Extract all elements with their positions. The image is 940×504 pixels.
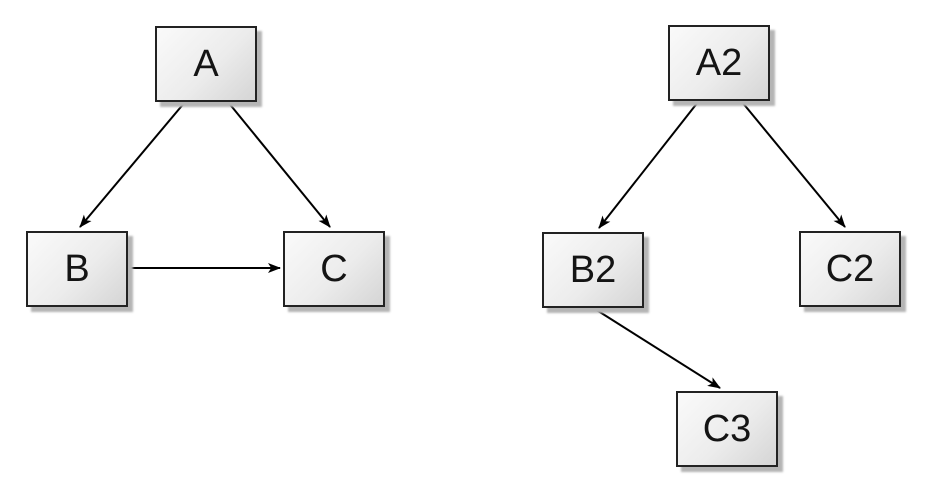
node-C2[interactable]: C2 <box>799 231 901 307</box>
node-B-label: B <box>64 248 90 290</box>
node-C3[interactable]: C3 <box>676 391 778 467</box>
edge-A-C <box>227 101 331 228</box>
node-A[interactable]: A <box>155 26 257 102</box>
edge-A2-C2 <box>741 101 846 228</box>
node-B2[interactable]: B2 <box>542 232 644 308</box>
node-C2-label: C2 <box>825 248 875 290</box>
node-C-label: C <box>320 248 348 290</box>
node-C3-label: C3 <box>702 408 752 450</box>
node-A2-label: A2 <box>695 42 743 84</box>
edge-B2-C3 <box>594 308 721 389</box>
edge-A-B <box>79 101 186 228</box>
node-A2[interactable]: A2 <box>668 25 770 101</box>
node-C[interactable]: C <box>283 231 385 307</box>
node-B[interactable]: B <box>26 231 128 307</box>
node-B2-label: B2 <box>569 249 617 291</box>
node-A-label: A <box>193 43 219 85</box>
edge-A2-B2 <box>598 101 699 229</box>
